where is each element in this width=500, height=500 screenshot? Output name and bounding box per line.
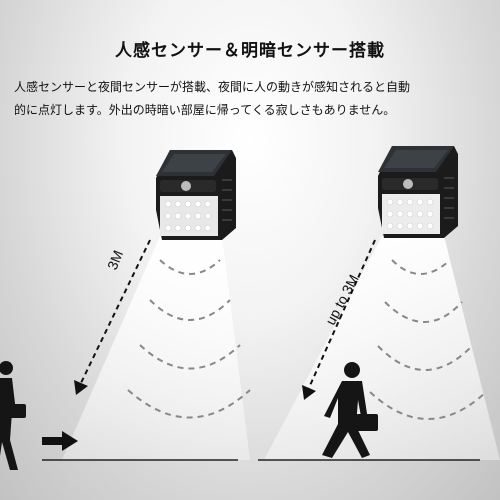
sensor-waves-left (127, 259, 251, 419)
solar-lamp-right (378, 146, 458, 238)
walking-direction-arrow (42, 431, 78, 451)
light-beam-left (62, 236, 250, 460)
walking-person-right (322, 362, 378, 458)
distance-arrow-right (302, 239, 376, 400)
description: 人感センサーと夜間センサーが搭載、夜間に人の動きが感知されると自動 的に点灯しま… (14, 76, 486, 122)
solar-lamp-left (156, 150, 236, 240)
page-title: 人感センサー＆明暗センサー搭載 (115, 41, 385, 61)
description-line-2: 的に点灯します。外出の時暗い部屋に帰ってくる寂しさもありません。 (14, 103, 396, 117)
description-line-1: 人感センサーと夜間センサーが搭載、夜間に人の動きが感知されると自動 (14, 80, 411, 94)
walking-person-left (0, 361, 26, 470)
sensor-waves-right (369, 259, 487, 420)
distance-arrow-left (74, 239, 151, 395)
light-beam-right (264, 236, 500, 460)
